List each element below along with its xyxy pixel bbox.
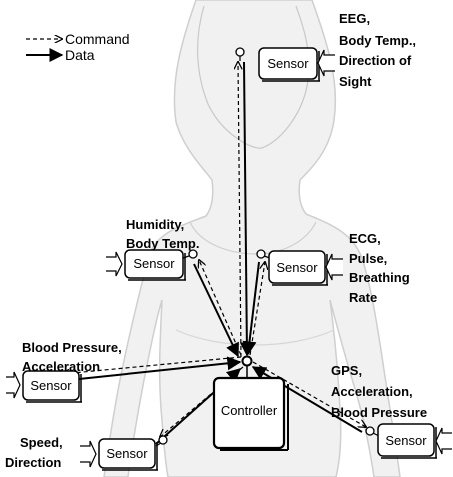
- sensor-head-caption: EEG, Body Temp., Direction of Sight: [339, 11, 420, 89]
- sensor-right-leg-box-label: Sensor: [385, 433, 427, 448]
- hub-node: [243, 357, 252, 366]
- sensor-left-arm-box-label: Sensor: [133, 256, 175, 271]
- legend: Command Data: [26, 31, 130, 63]
- sensor-left-leg-caption: Speed, Direction: [5, 435, 66, 470]
- controller-unit: Controller: [214, 366, 288, 450]
- legend-data-label: Data: [65, 47, 95, 63]
- sensor-head-box-label: Sensor: [267, 56, 309, 71]
- sensor-right-arm-box-label: Sensor: [276, 260, 318, 275]
- legend-command-label: Command: [65, 31, 130, 47]
- sensor-left-leg: Sensor Speed, Direction: [5, 435, 167, 470]
- controller-label: Controller: [221, 403, 278, 418]
- sensor-left-leg-box-label: Sensor: [106, 446, 148, 461]
- sensor-left-arm: Sensor Humidity, Body Temp.: [106, 217, 199, 280]
- sensor-left-hip-caption: Blood Pressure, Acceleration: [22, 340, 125, 374]
- sensor-right-leg: Sensor GPS, Acceleration, Blood Pressure: [331, 363, 452, 458]
- sensor-left-hip-box-label: Sensor: [30, 378, 72, 393]
- sensor-left-hip: Sensor Blood Pressure, Acceleration: [6, 340, 125, 402]
